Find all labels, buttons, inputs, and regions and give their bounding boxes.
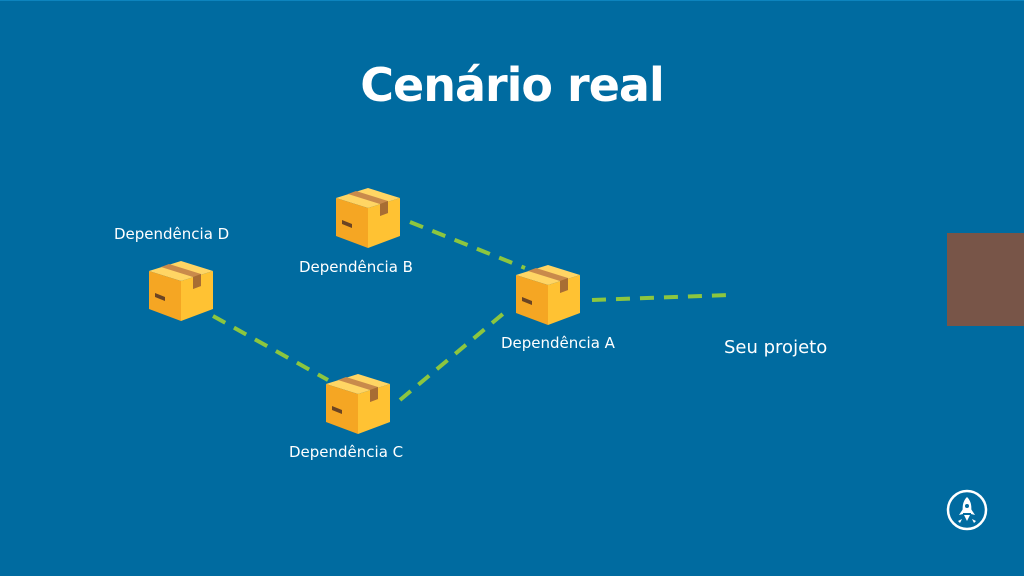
edge-b-a (409, 220, 526, 270)
side-tab (947, 233, 1024, 326)
edge-c-a (398, 306, 512, 402)
node-label-b: Dependência B (299, 258, 413, 276)
node-label-a: Dependência A (501, 334, 615, 352)
top-border (0, 0, 1024, 1)
project-label: Seu projeto (724, 337, 828, 358)
edge-a-project (591, 293, 731, 302)
rocket-icon (946, 489, 988, 531)
node-label-c: Dependência C (289, 443, 404, 461)
edge-d-c (212, 314, 329, 382)
package-box-icon (326, 374, 390, 434)
package-box-icon (336, 188, 400, 248)
package-box-icon (516, 265, 580, 325)
node-label-d: Dependência D (114, 225, 230, 243)
slide-title: Cenário real (360, 58, 665, 112)
package-box-icon (149, 261, 213, 321)
